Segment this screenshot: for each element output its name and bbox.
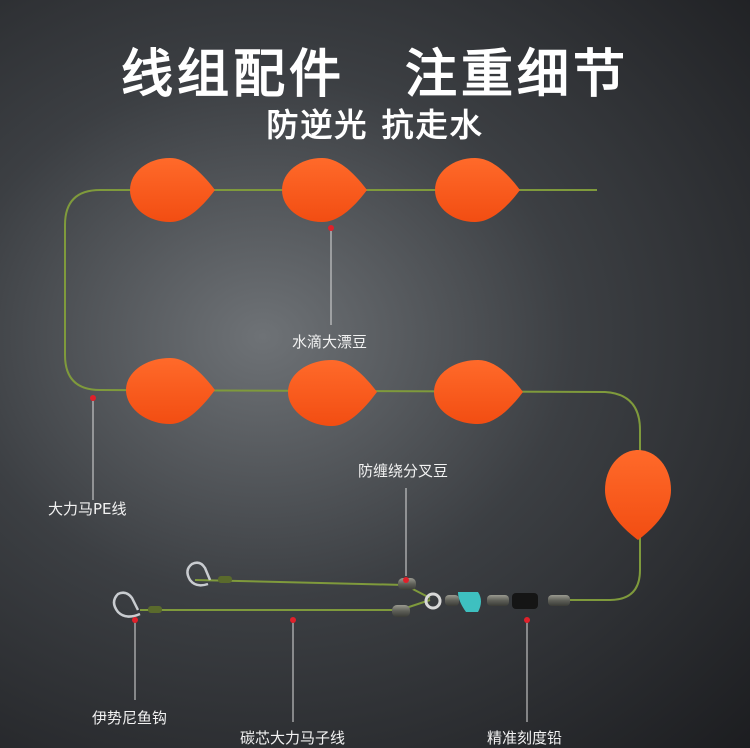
sleeve-1	[445, 595, 459, 606]
page-title: 线组配件注重细节	[0, 32, 750, 107]
title-right: 注重细节	[405, 45, 630, 105]
float-bean-4	[126, 358, 215, 424]
float-bean-7	[605, 450, 671, 540]
hook-knot-upper	[218, 576, 232, 583]
sleeve-2	[487, 595, 509, 606]
sleeve-3	[548, 595, 570, 606]
float-bean-3	[435, 158, 520, 222]
label-main-line: 大力马PE线	[48, 500, 127, 518]
label-sinker: 精准刻度铅	[487, 729, 563, 747]
teal-stopper	[458, 592, 481, 612]
branch-bead-upper	[398, 578, 416, 590]
sinker	[512, 593, 538, 609]
float-bean-1	[130, 158, 215, 222]
hook-upper	[186, 561, 212, 587]
label-float-beans: 水滴大漂豆	[292, 333, 368, 351]
label-hook: 伊势尼鱼钩	[92, 709, 168, 727]
label-sub-line: 碳芯大力马子线	[240, 729, 346, 747]
pointer-lines	[92, 228, 528, 722]
float-bean-2	[282, 158, 367, 222]
leader-line-lower	[140, 599, 431, 611]
hook-knot-lower	[148, 606, 162, 613]
title-left: 线组配件	[120, 45, 345, 105]
marker-dots	[90, 225, 530, 623]
float-bean-5	[288, 360, 377, 426]
float-bean-6	[434, 360, 523, 424]
label-anti-tangle: 防缠绕分叉豆	[358, 462, 449, 480]
main-line	[64, 189, 641, 601]
hook-lower	[112, 591, 141, 618]
branch-bead-lower	[392, 605, 410, 617]
swivel-ring	[424, 592, 442, 610]
page-subtitle: 防逆光 抗走水	[266, 106, 484, 144]
